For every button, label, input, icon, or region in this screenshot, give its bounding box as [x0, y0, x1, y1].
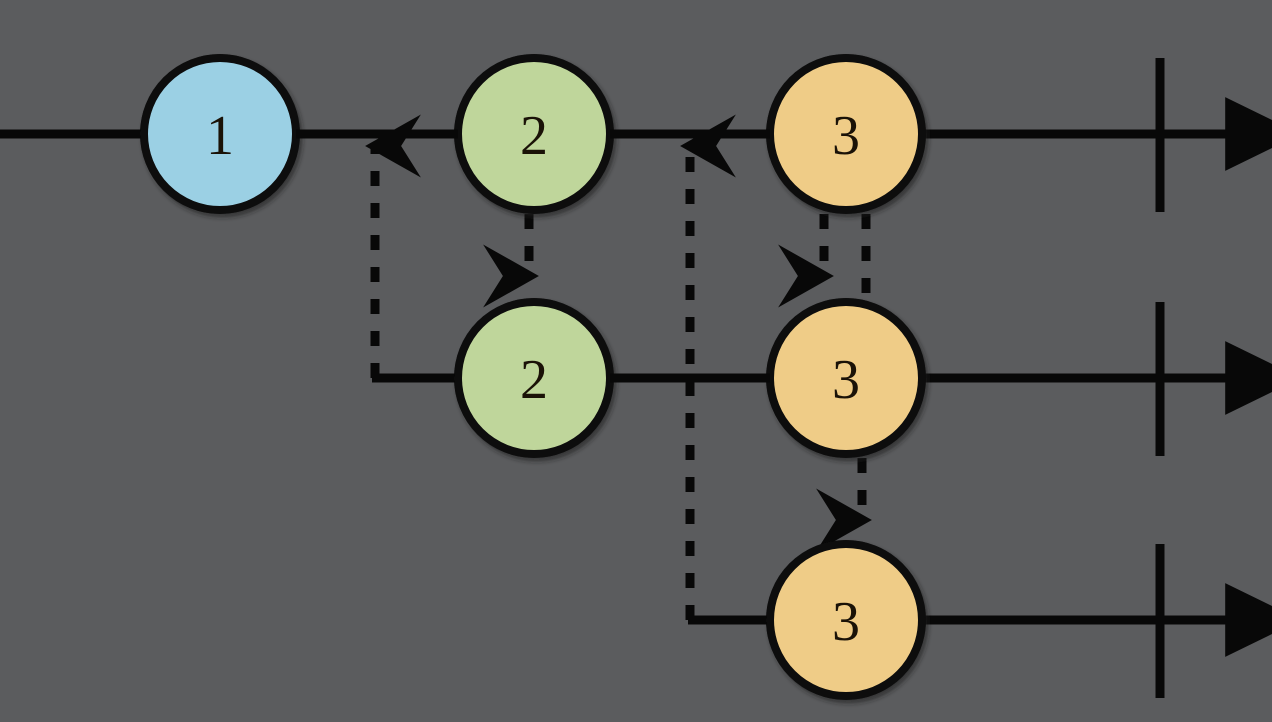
node-row1-step1[interactable]: 1: [140, 54, 300, 214]
node-row3-step3[interactable]: 3: [766, 540, 926, 700]
timeline-stub-overlay: [296, 129, 770, 383]
node-circle: [140, 54, 300, 214]
node-row1-step3[interactable]: 3: [766, 54, 926, 214]
node-circle: [454, 298, 614, 458]
node-circle: [766, 54, 926, 214]
node-row2-step2[interactable]: 2: [454, 298, 614, 458]
node-circle: [766, 540, 926, 700]
node-row1-step2[interactable]: 2: [454, 54, 614, 214]
node-circle: [766, 298, 926, 458]
dashed-arrows-group: [365, 114, 872, 620]
node-circle: [454, 54, 614, 214]
node-row2-step3[interactable]: 3: [766, 298, 926, 458]
